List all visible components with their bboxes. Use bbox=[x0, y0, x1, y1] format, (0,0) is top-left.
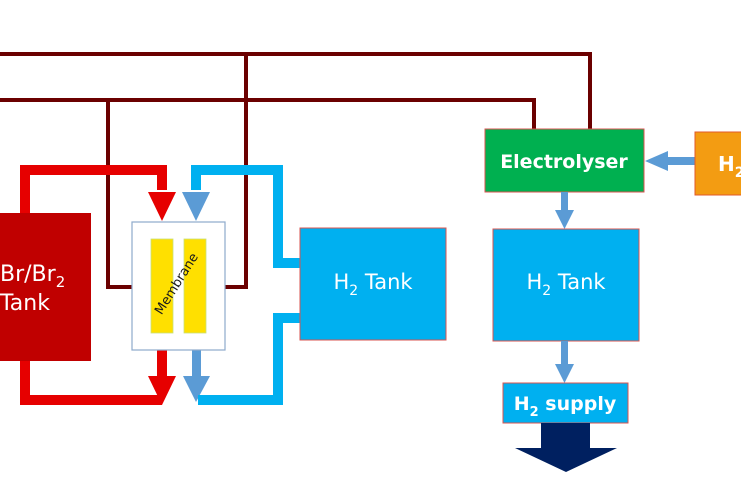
h2-source: H2 bbox=[694, 131, 741, 196]
h2-supply-box bbox=[502, 382, 629, 424]
tank-to-supply-arrow bbox=[555, 341, 574, 383]
h2-return-line bbox=[198, 313, 300, 405]
membrane-plate-right bbox=[183, 238, 207, 334]
br-tank: Br/Br2 Tank bbox=[0, 213, 91, 361]
h2-return-stem bbox=[192, 350, 201, 376]
br-return-line bbox=[20, 361, 162, 405]
br-feed-arrowhead bbox=[148, 192, 176, 221]
br-return-stem bbox=[157, 350, 167, 376]
h2-tank-right: H2 Tank bbox=[492, 228, 640, 342]
h2-tank-left-box bbox=[299, 227, 447, 341]
electrolyser-box bbox=[484, 128, 645, 193]
tank-arrow-shaft bbox=[561, 341, 568, 365]
br-feed-line bbox=[20, 165, 167, 213]
electrical-wires bbox=[0, 52, 592, 289]
electrolyser-arrow-head bbox=[555, 210, 574, 229]
tank-arrow-head bbox=[555, 364, 574, 383]
br-tank-label-line1: Br/Br2 bbox=[0, 262, 65, 291]
source-arrow-head bbox=[645, 151, 668, 171]
wire-second bbox=[0, 98, 536, 129]
h2-tank-left-label: H2 Tank bbox=[333, 270, 413, 299]
br-tank-box bbox=[0, 213, 91, 361]
supply-output-arrow bbox=[515, 423, 617, 472]
electrolyser-arrow-shaft bbox=[561, 192, 568, 210]
br-return-arrowhead bbox=[148, 376, 176, 405]
h2-tank-left: H2 Tank bbox=[299, 227, 447, 341]
h2-supply-label: H2 supply bbox=[514, 393, 617, 420]
h2-return-arrowhead bbox=[183, 376, 210, 402]
membrane-cell: Membrane bbox=[131, 221, 226, 351]
supply-output-shaft bbox=[541, 423, 590, 449]
wire-to-membrane-right bbox=[225, 54, 248, 289]
wire-to-membrane-left bbox=[106, 100, 132, 289]
br-flow-loop bbox=[20, 165, 176, 405]
h2-tank-right-box bbox=[492, 228, 640, 342]
supply-output-head bbox=[515, 448, 617, 472]
h2-feed-arrowhead bbox=[182, 192, 210, 221]
br-tank-label-line2: Tank bbox=[0, 291, 50, 316]
membrane-cell-box bbox=[131, 221, 226, 351]
h2-source-box bbox=[694, 131, 741, 196]
h2-supply: H2 supply bbox=[502, 382, 629, 424]
electrolyser-label: Electrolyser bbox=[500, 151, 628, 173]
h2-feed-line bbox=[191, 165, 300, 268]
source-arrow-shaft bbox=[668, 157, 695, 165]
h2-source-label: H2 bbox=[718, 152, 741, 181]
electrolyser: Electrolyser bbox=[484, 128, 645, 193]
wire-top bbox=[0, 52, 592, 129]
electrolyser-to-tank-arrow bbox=[555, 192, 574, 229]
h2-flow-loop bbox=[182, 165, 300, 405]
membrane-plate-left bbox=[150, 238, 174, 334]
source-to-electrolyser-arrow bbox=[645, 151, 695, 171]
h2-tank-right-label: H2 Tank bbox=[526, 270, 606, 299]
